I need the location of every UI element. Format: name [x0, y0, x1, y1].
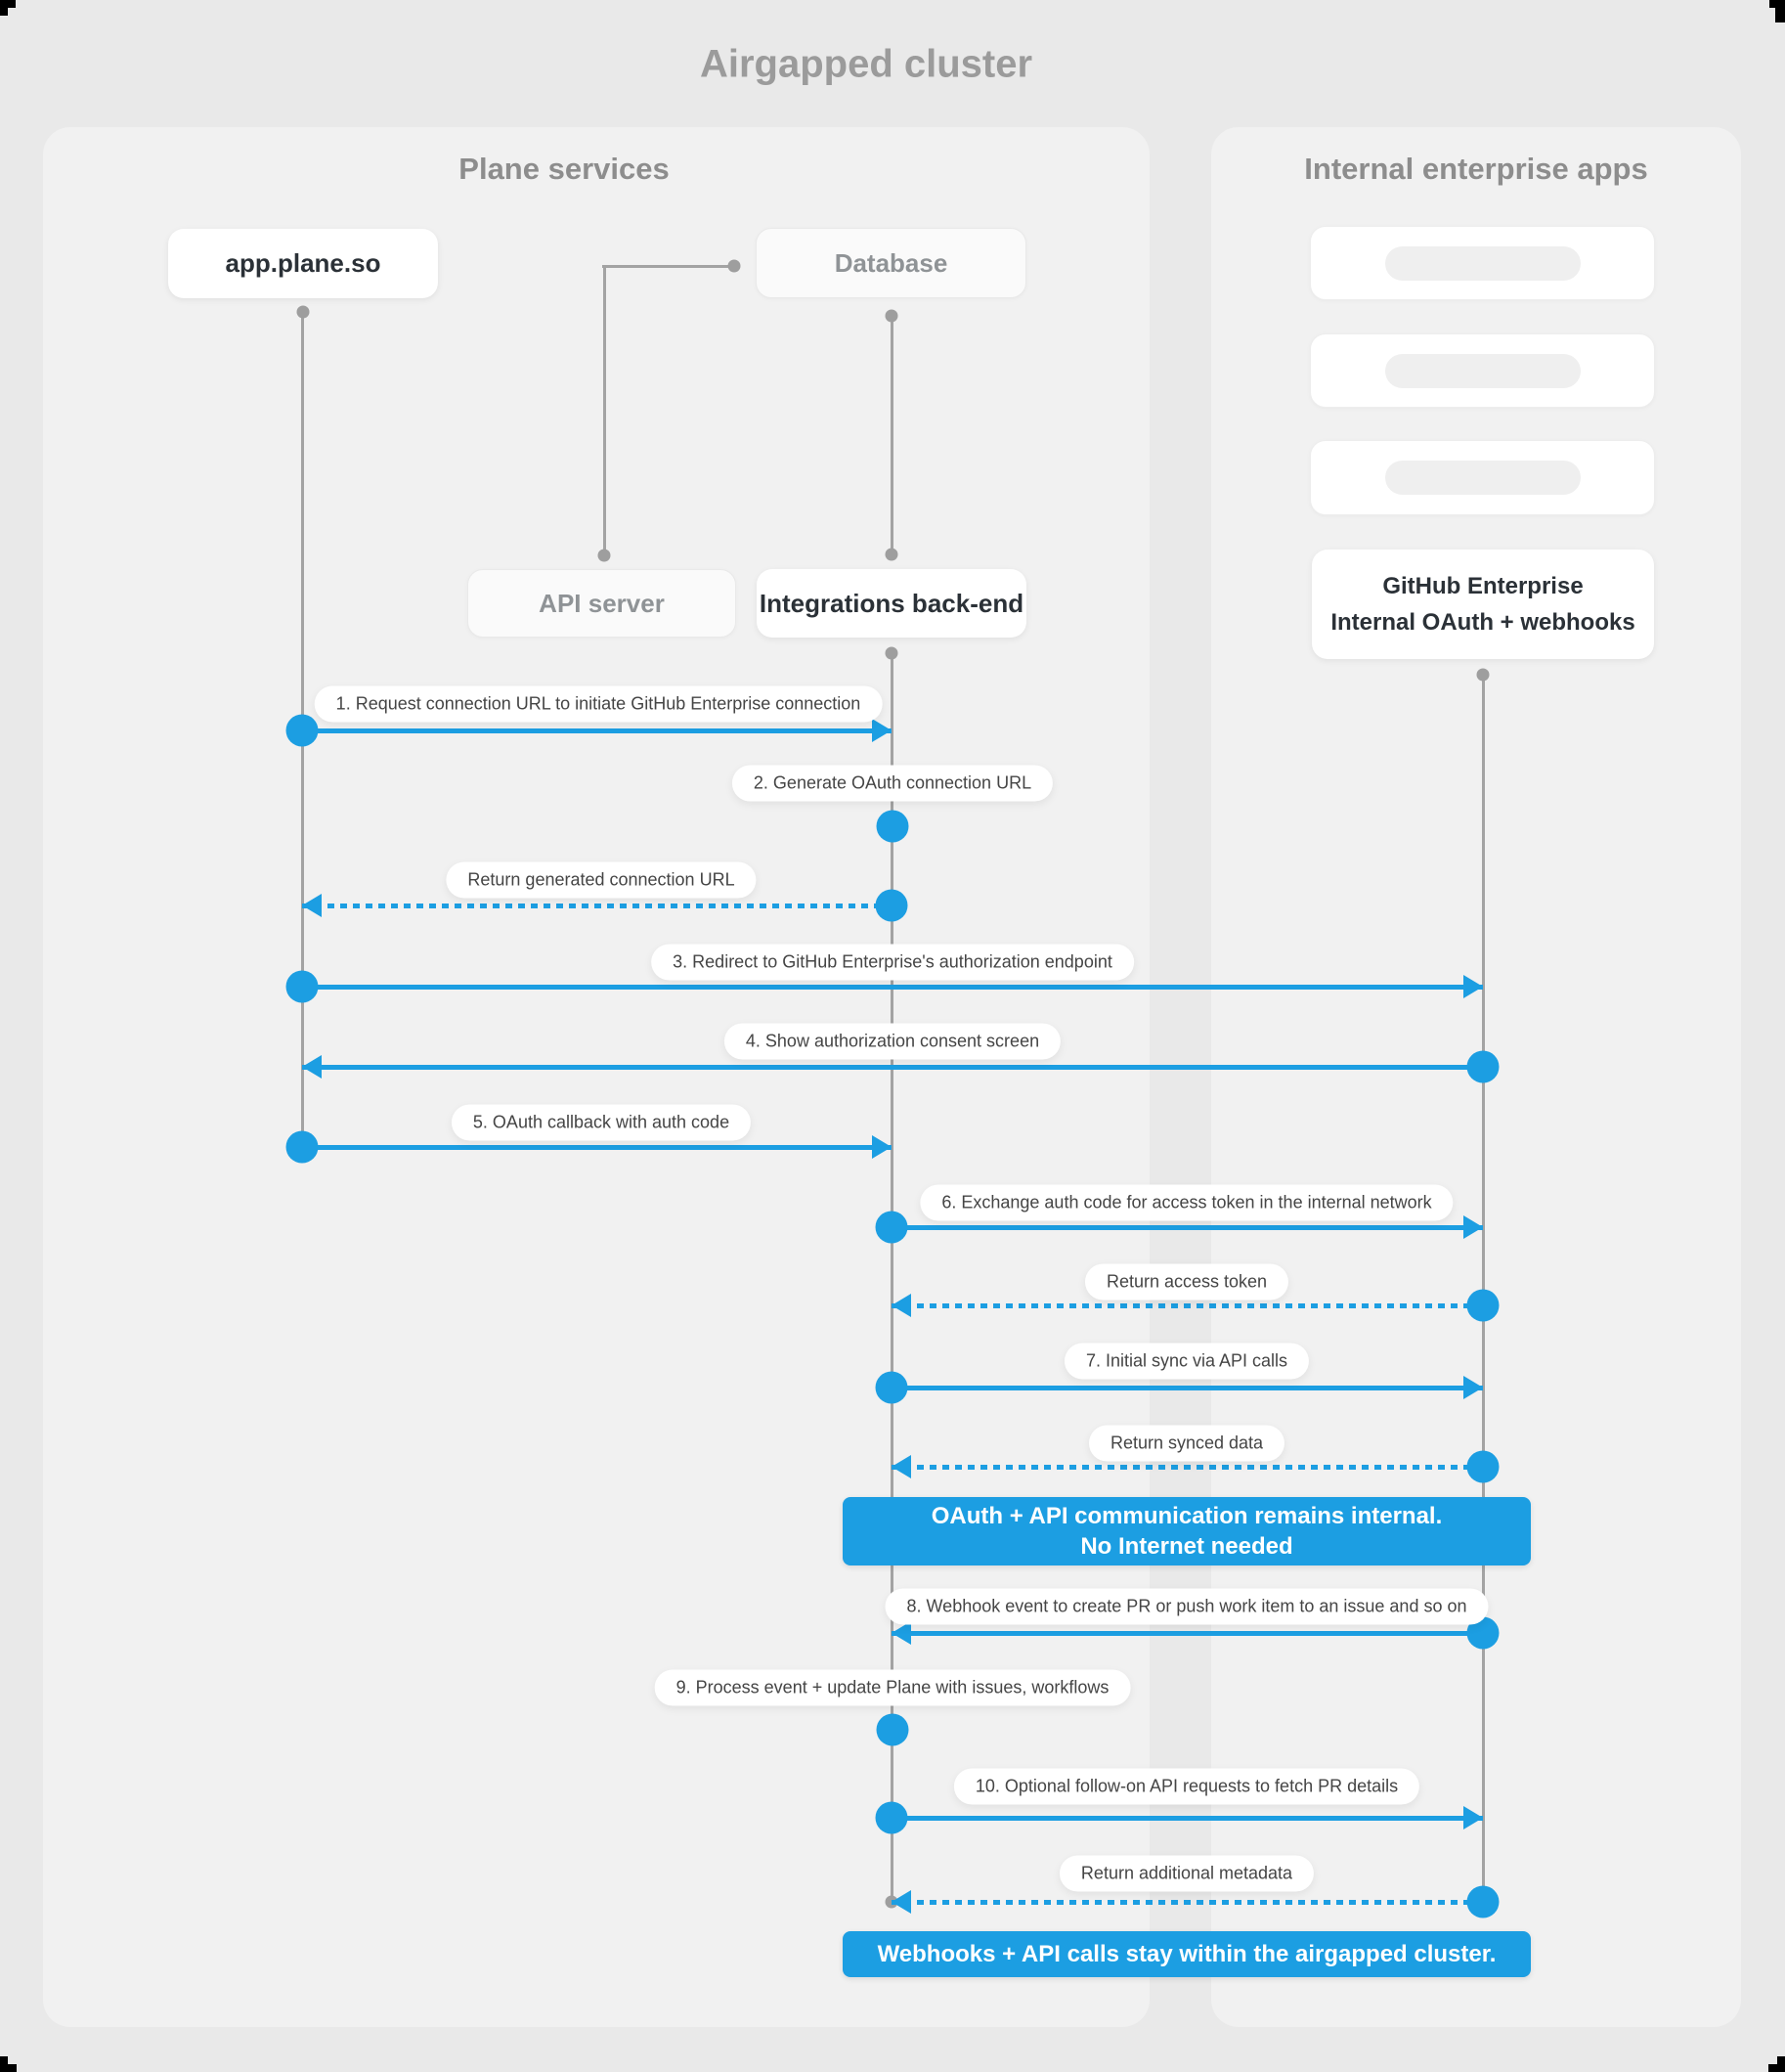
- arrow-msg5: [302, 1144, 892, 1150]
- event-dot: [875, 1801, 908, 1834]
- actor-label: API server: [539, 588, 665, 618]
- connector-dot: [885, 309, 898, 323]
- note-banner-line: Webhooks + API calls stay within the air…: [877, 1941, 1497, 1967]
- event-dot: [1466, 1289, 1500, 1322]
- message-label: Return synced data: [1088, 1425, 1285, 1462]
- arrow-msg8: [892, 1630, 1483, 1636]
- arrowhead-left-icon: [892, 1621, 911, 1645]
- event-dot: [285, 1130, 319, 1164]
- panel-title-internal-enterprise-apps: Internal enterprise apps: [1304, 152, 1648, 186]
- arrowhead-left-icon: [892, 1890, 911, 1914]
- message-label: 3. Redirect to GitHub Enterprise's autho…: [651, 944, 1134, 981]
- connector-api-server-vertical: [602, 266, 606, 555]
- event-dot: [876, 810, 909, 843]
- message-label: 1. Request connection URL to initiate Gi…: [314, 685, 883, 723]
- arrowhead-left-icon: [302, 894, 322, 917]
- message-label: 8. Webhook event to create PR or push wo…: [885, 1588, 1489, 1625]
- arrow-return-token: [892, 1302, 1483, 1308]
- arrowhead-right-icon: [1463, 1376, 1483, 1399]
- arrow-msg6: [892, 1224, 1483, 1230]
- event-dot: [1466, 1885, 1500, 1918]
- arrowhead-left-icon: [892, 1455, 911, 1478]
- page-title: Airgapped cluster: [699, 42, 1033, 86]
- actor-label: GitHub Enterprise: [1382, 573, 1584, 599]
- message-label: Return access token: [1084, 1263, 1289, 1301]
- actor-label: Integrations back-end: [759, 588, 1024, 618]
- placeholder-pill: [1384, 353, 1581, 388]
- message-label: Return additional metadata: [1059, 1855, 1315, 1892]
- event-dot: [285, 714, 319, 747]
- note-banner-airgapped: Webhooks + API calls stay within the air…: [843, 1931, 1531, 1977]
- arrow-return-synced: [892, 1464, 1483, 1470]
- actor-label: Database: [834, 247, 948, 278]
- message-label: 5. OAuth callback with auth code: [451, 1104, 752, 1141]
- actor-api-server: API server: [467, 569, 736, 638]
- screen-corner-artifact: [0, 0, 8, 16]
- lifeline-github-enterprise: [1481, 675, 1485, 1902]
- event-dot: [875, 1371, 908, 1404]
- arrowhead-left-icon: [302, 1055, 322, 1079]
- connector-api-server-horizontal: [602, 264, 731, 268]
- message-label: 4. Show authorization consent screen: [723, 1023, 1062, 1060]
- placeholder-pill: [1384, 245, 1581, 281]
- internal-app-placeholder-card: [1310, 440, 1655, 515]
- actor-database: Database: [756, 228, 1026, 298]
- event-dot: [1466, 1050, 1500, 1083]
- connector-dot: [727, 259, 741, 273]
- note-banner-line: OAuth + API communication remains intern…: [931, 1503, 1443, 1529]
- message-label: 2. Generate OAuth connection URL: [731, 765, 1054, 802]
- connector-dot: [1476, 668, 1490, 682]
- note-banner-line: No Internet needed: [1080, 1533, 1293, 1560]
- event-dot: [875, 1211, 908, 1244]
- connector-dot: [885, 548, 898, 561]
- internal-app-placeholder-card: [1310, 226, 1655, 300]
- arrow-msg7: [892, 1385, 1483, 1390]
- screen-corner-artifact: [1768, 2064, 1785, 2072]
- panel-plane-services: [43, 127, 1150, 2027]
- arrowhead-left-icon: [892, 1294, 911, 1317]
- arrow-msg1: [302, 727, 892, 733]
- message-label: 9. Process event + update Plane with iss…: [654, 1669, 1131, 1706]
- internal-app-placeholder-card: [1310, 333, 1655, 408]
- arrowhead-right-icon: [872, 719, 892, 742]
- screen-corner-artifact: [0, 2064, 17, 2072]
- panel-title-plane-services: Plane services: [458, 152, 670, 186]
- actor-label: app.plane.so: [225, 248, 381, 278]
- placeholder-pill: [1384, 461, 1581, 495]
- arrow-return-url: [302, 903, 892, 908]
- message-label: 7. Initial sync via API calls: [1064, 1343, 1310, 1380]
- arrowhead-right-icon: [1463, 1215, 1483, 1239]
- message-label: 6. Exchange auth code for access token i…: [920, 1184, 1454, 1221]
- screen-corner-artifact: [0, 0, 16, 8]
- note-banner-internal: OAuth + API communication remains intern…: [843, 1497, 1531, 1565]
- arrow-msg3: [302, 984, 1483, 990]
- event-dot: [876, 1713, 909, 1746]
- message-label: Return generated connection URL: [446, 861, 757, 899]
- connector-dot: [296, 305, 310, 319]
- connector-database-integrations: [890, 316, 893, 554]
- arrowhead-right-icon: [1463, 975, 1483, 998]
- actor-label: Internal OAuth + webhooks: [1330, 609, 1635, 636]
- event-dot: [285, 970, 319, 1003]
- arrow-msg4: [302, 1064, 1483, 1070]
- connector-dot: [597, 549, 611, 562]
- screen-corner-artifact: [1775, 0, 1785, 22]
- actor-github-enterprise: GitHub Enterprise Internal OAuth + webho…: [1312, 550, 1654, 659]
- actor-app-plane-so: app.plane.so: [168, 229, 438, 298]
- lifeline-integrations-backend: [890, 653, 893, 1902]
- arrowhead-right-icon: [872, 1135, 892, 1159]
- connector-dot: [885, 646, 898, 660]
- event-dot: [1466, 1450, 1500, 1483]
- arrow-msg10: [892, 1815, 1483, 1821]
- message-label: 10. Optional follow-on API requests to f…: [953, 1768, 1420, 1805]
- actor-integrations-backend: Integrations back-end: [757, 569, 1026, 638]
- event-dot: [875, 889, 908, 922]
- arrowhead-right-icon: [1463, 1806, 1483, 1830]
- arrow-return-metadata: [892, 1899, 1483, 1905]
